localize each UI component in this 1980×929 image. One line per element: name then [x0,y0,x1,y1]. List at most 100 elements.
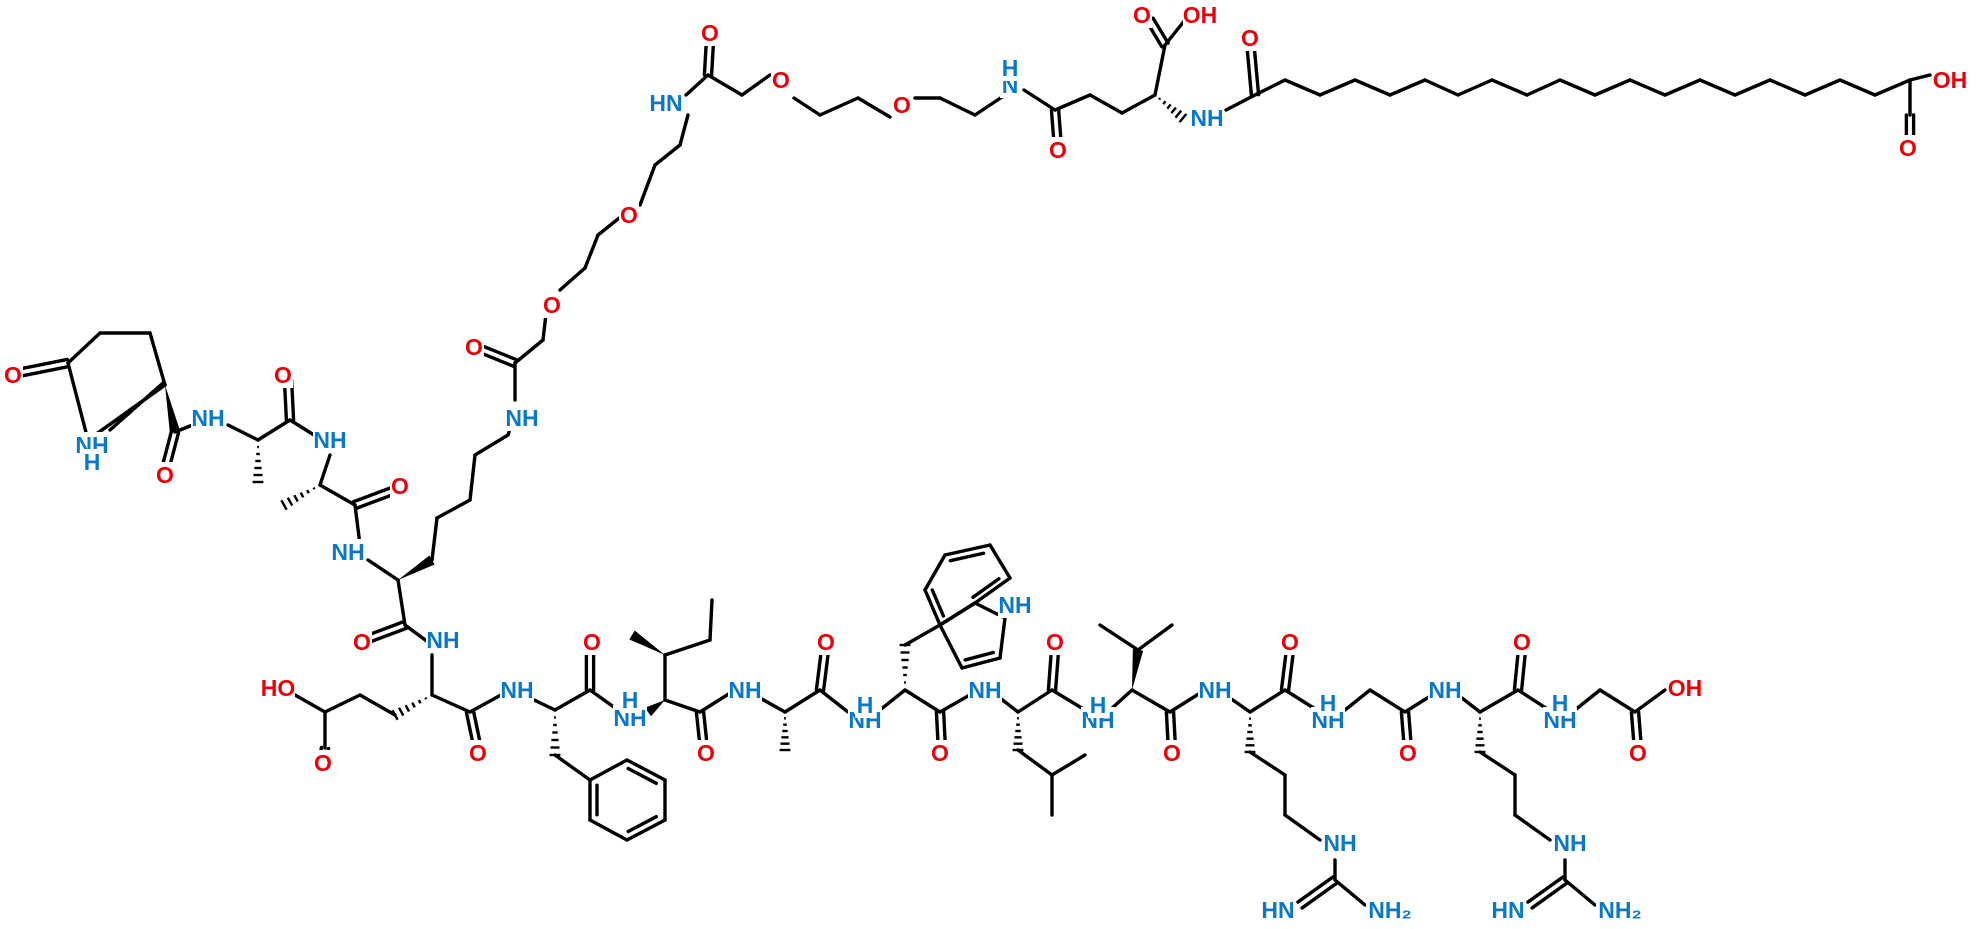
fatty-acid-chain [1838,78,1877,97]
atom-label-o: O [583,629,601,655]
glu-side-chain [323,693,362,714]
amide-carbonyl [477,342,519,362]
bond [663,638,712,657]
atom-label-nh: NH [500,677,533,703]
aromatic-inner-bond [971,577,1001,599]
bond [1368,688,1407,714]
bond [366,558,400,582]
stereo-hash-bond [306,489,310,494]
stereo-hash-bond [312,486,316,490]
bond [553,753,592,782]
atom-label-o: O [620,202,638,228]
amide-carbonyl [352,484,396,504]
atom-label-o: O [1241,25,1259,51]
aromatic-inner-bond [948,551,986,563]
atom-label-nh: NH [426,627,459,653]
bond [878,688,907,712]
atom-label-h: H [857,692,874,718]
atom-label-background [1550,690,1570,716]
bond [1108,688,1134,712]
atom-label-background [468,740,488,766]
bond [1333,878,1367,907]
bond [1478,688,1520,714]
bond [1050,753,1087,777]
atom-label-background [191,405,225,431]
atom-label-h: H [622,687,639,713]
stereo-hash-bond [404,704,411,713]
stereo-hash-bond [1158,97,1162,101]
atom-label-nh: NH [331,539,364,565]
atom-label-o: O [469,740,487,766]
amide-carbonyl [1512,647,1521,692]
bond [1022,88,1057,112]
bond [973,93,1007,117]
atom-label-background [1933,67,1967,93]
atom-label-background [700,20,720,46]
atom-label-background [1318,690,1338,716]
amide-carbonyl [709,38,716,77]
bond-layer [15,16,1932,910]
bond [792,96,822,117]
stereo-hash-bond [280,499,288,511]
bond [938,96,977,117]
atom-label-o: O [391,473,409,499]
atom-label-background [1280,629,1300,655]
bond [1228,696,1252,714]
lactam-carbonyl [15,357,69,372]
guanidine-imine [1530,881,1569,910]
bond [818,96,860,117]
atom-label-background [390,473,410,499]
fatty-acid-chain [1388,78,1427,97]
atom-label-nh: NH [505,405,538,431]
bond [1598,688,1637,714]
stereo-hash-bond [1166,103,1172,110]
atom-label-o: O [543,292,561,318]
atom-label-o: O [931,740,949,766]
stereo-hash-bond [286,497,294,507]
fatty-acid-chain [1525,78,1562,97]
lysine-side-chain [435,498,472,520]
bond [1460,696,1482,714]
bond [678,113,690,147]
aromatic-inner-bond [626,814,659,834]
amide-carbonyl [1279,647,1289,692]
bond [558,266,587,292]
atom-label-background [1198,677,1232,703]
atom-label-background [696,740,716,766]
bond [513,338,545,365]
indole-pyrrole-ring [960,656,1002,670]
atom-label-background [1428,677,1462,703]
atom-label-o: O [314,750,332,776]
indole-benzene-ring [988,543,1012,580]
stereo-wedge-bond [398,555,435,580]
bond [663,698,702,714]
atom-label-background [1366,897,1414,923]
fatty-acid-chain [1593,78,1632,97]
fatty-acid-chain [1253,78,1287,97]
lysine-side-chain [473,433,510,457]
stereo-hash-bond [1174,109,1183,119]
atom-label-h: H [84,449,101,475]
atom-label-background [1000,55,1020,81]
atom-label-background [1048,137,1068,163]
stereo-hash-bond [417,699,422,704]
lysine-side-chain [468,453,477,502]
bond [583,233,600,270]
atom-label-nh: NH [998,592,1031,618]
atom-label-o: O [1281,629,1299,655]
atom-label-o: O [893,92,911,118]
pyroglutamyl-ring [66,361,90,442]
bond [903,688,942,714]
bond [553,688,592,712]
atom-label-background [500,677,534,703]
bond [318,483,357,507]
atom-label-o: O [772,67,790,93]
indole-benzene-ring [923,588,942,627]
atom-label-background [892,92,912,118]
atom-label-background [968,677,1002,703]
stereo-hash-bond [424,696,428,700]
atom-label-background [816,629,836,655]
stereo-wedge-bond [629,630,665,655]
phenyl-ring [588,758,629,782]
